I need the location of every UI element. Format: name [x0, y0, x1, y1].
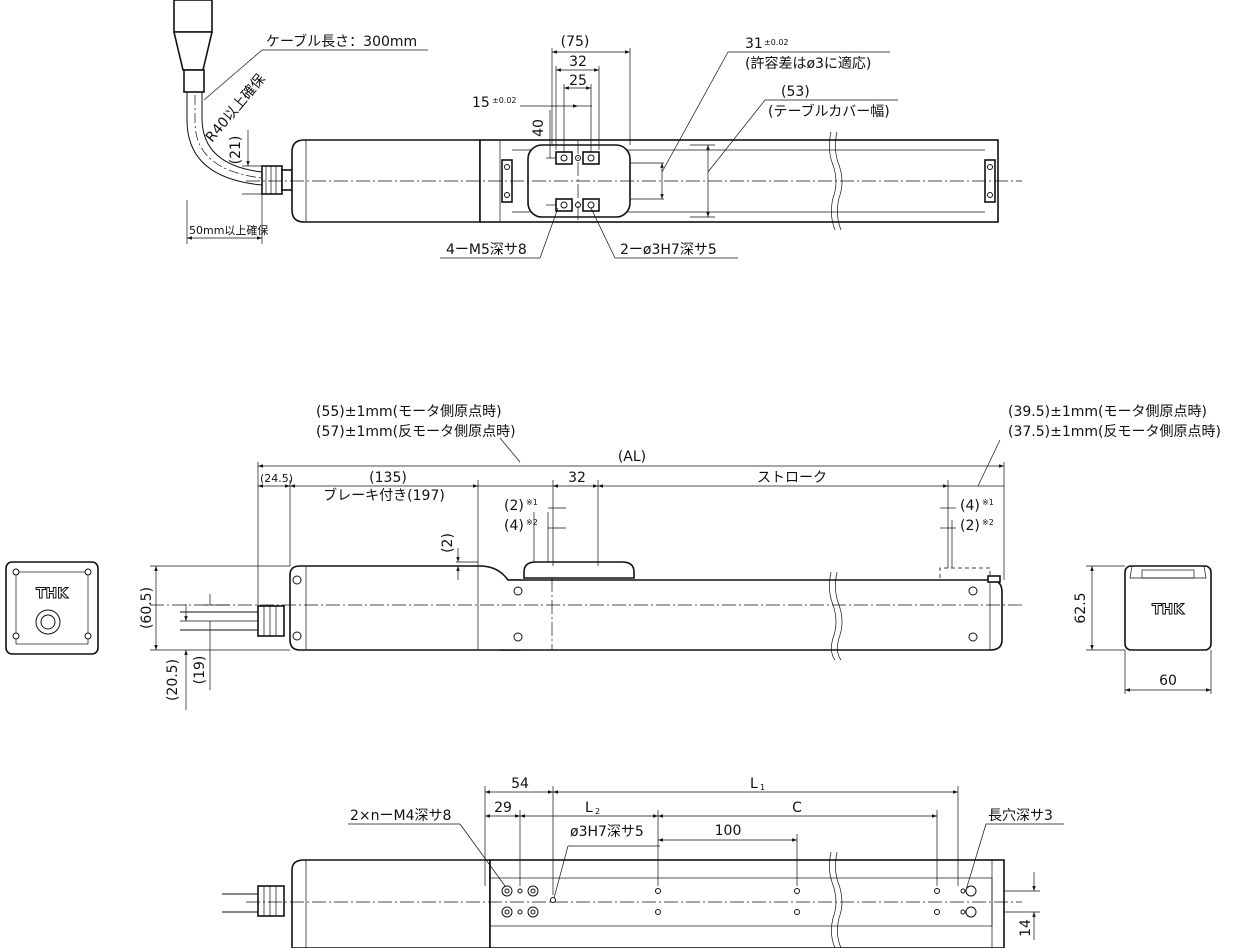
side-table [523, 561, 635, 579]
dim-2-note2: (2) [960, 518, 980, 534]
dim-2-note1: (2) [504, 498, 524, 514]
cable-outer [186, 92, 263, 186]
dim-24-5: (24.5) [260, 472, 293, 485]
top-view: (75) 32 25 15 ±0.02 40 31 ±0.02 (許容差はø3に… [172, 0, 1022, 259]
side-motor [289, 565, 521, 651]
stroke-label: ストローク [757, 470, 827, 486]
pin-hole-3h7: ø3H7深サ5 [570, 824, 644, 840]
tap-holes-m4: 2×nーM4深サ8 [350, 808, 451, 824]
tap-holes-m5: 4ーM5深サ8 [446, 242, 527, 258]
dim-20-5: (20.5) [165, 659, 181, 701]
dim-60-5: (60.5) [139, 587, 155, 629]
tol-31: ±0.02 [764, 38, 789, 47]
dim-25: 25 [569, 73, 587, 89]
connector-sleeve [183, 69, 205, 93]
dim-100: 100 [715, 823, 742, 839]
dim-32: 32 [569, 54, 587, 70]
cable-gland [261, 165, 283, 195]
bottom-motor [291, 859, 491, 948]
dim-53: (53) [781, 84, 810, 100]
note-1-left: ※1 [526, 498, 538, 507]
note-2-right: ※2 [982, 518, 994, 527]
dim-l2: L [585, 800, 593, 816]
origin-anti-57: (57)±1mm(反モータ側原点時) [316, 424, 516, 440]
dim-29: 29 [494, 800, 512, 816]
cable-length: ケーブル長さ：300mm [266, 33, 417, 50]
slot-depth: 長穴深サ3 [988, 808, 1053, 824]
dim-l1: L [750, 776, 758, 792]
connector-plug [173, 0, 213, 33]
dim-l2-subscript: 2 [595, 807, 600, 816]
tol-31-note: (許容差はø3に適応) [745, 55, 871, 72]
dim-l1-subscript: 1 [760, 783, 765, 792]
brand-logo-right: THK [1152, 602, 1185, 618]
dim-19: (19) [192, 656, 208, 685]
dim-c: C [792, 800, 802, 816]
note-1-right: ※1 [982, 498, 994, 507]
dim-54: 54 [511, 776, 529, 792]
cable-inner [201, 92, 263, 173]
table-cover-width: (テーブルカバー幅) [768, 103, 890, 120]
origin-anti-37-5: (37.5)±1mm(反モータ側原点時) [1008, 424, 1221, 440]
side-cable-gland [257, 605, 285, 637]
dim-62-5: 62.5 [1073, 592, 1089, 623]
dim-al: (AL) [618, 449, 646, 465]
dim-31: 31 [745, 36, 763, 52]
clearance-50mm: 50mm以上確保 [189, 223, 268, 237]
dim-14: 14 [1018, 919, 1034, 937]
side-rail [500, 579, 1003, 651]
connector-taper [172, 31, 214, 71]
dim-4-note2: (4) [504, 518, 524, 534]
dim-4-note1: (4) [960, 498, 980, 514]
bottom-view: 54 L 1 29 L 2 C 100 2×nーM4深サ8 ø3H7深サ5 長穴… [222, 776, 1064, 948]
brand-logo-left: THK [36, 586, 69, 602]
pin-holes-3h7: 2ーø3H7深サ5 [620, 242, 717, 258]
end-view-motor [5, 561, 99, 655]
dim-32-side: 32 [568, 470, 586, 486]
origin-motor-55: (55)±1mm(モータ側原点時) [316, 404, 502, 420]
dim-2-vertical: (2) [440, 533, 456, 553]
dim-75: (75) [561, 34, 590, 50]
brake-length: ブレーキ付き(197) [323, 487, 445, 504]
dim-135: (135) [369, 470, 407, 486]
dim-60: 60 [1159, 673, 1177, 689]
dim-40: 40 [531, 119, 547, 137]
bend-radius: R40以上確保 [203, 71, 269, 145]
side-view: THK (AL) [5, 404, 1221, 710]
dim-21: (21) [228, 136, 244, 165]
tol-15: ±0.02 [492, 96, 517, 105]
note-2-left: ※2 [526, 518, 538, 527]
dim-15: 15 [472, 95, 490, 111]
bottom-rail [489, 859, 1005, 948]
origin-motor-39-5: (39.5)±1mm(モータ側原点時) [1008, 404, 1207, 420]
bottom-cable-gland [257, 885, 285, 917]
